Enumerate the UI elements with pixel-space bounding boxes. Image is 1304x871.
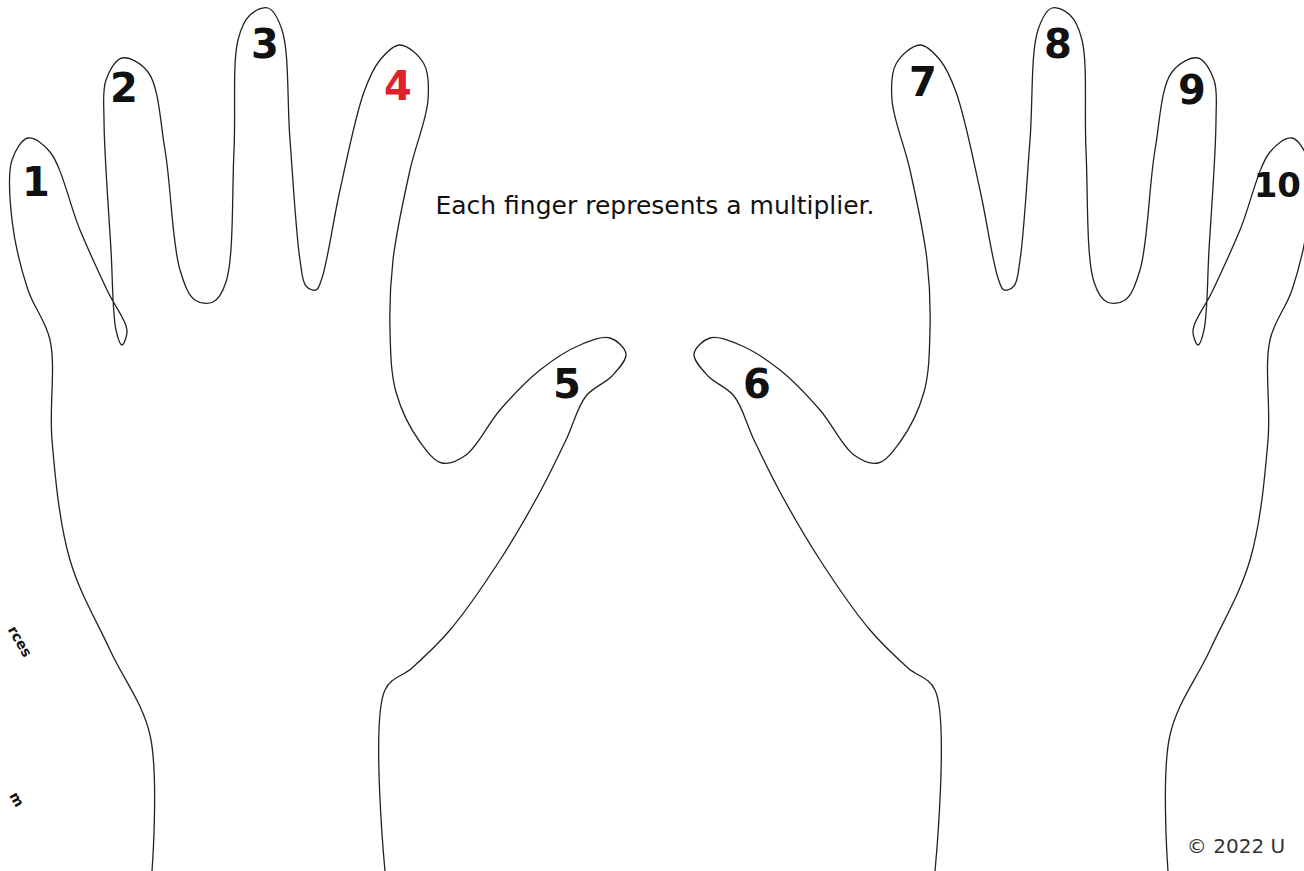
watermark-fragment: m [6, 790, 27, 810]
instruction-note: Each finger represents a multiplier. [425, 186, 885, 226]
finger-number: 8 [1044, 22, 1072, 66]
copyright-note: © 2022 U [1187, 835, 1285, 857]
finger-number: 6 [743, 362, 771, 406]
finger-number: 5 [553, 362, 581, 406]
hand-outline [694, 8, 1304, 871]
finger-number: 3 [251, 22, 279, 66]
finger-number: 9 [1178, 68, 1206, 112]
finger-number: 1 [22, 160, 50, 204]
finger-number: 7 [909, 60, 937, 104]
watermark-fragment: rces [5, 624, 35, 660]
hand-outline [9, 8, 626, 871]
finger-number: 4 [384, 64, 412, 108]
finger-number: 10 [1254, 167, 1301, 204]
finger-number: 2 [110, 66, 138, 110]
